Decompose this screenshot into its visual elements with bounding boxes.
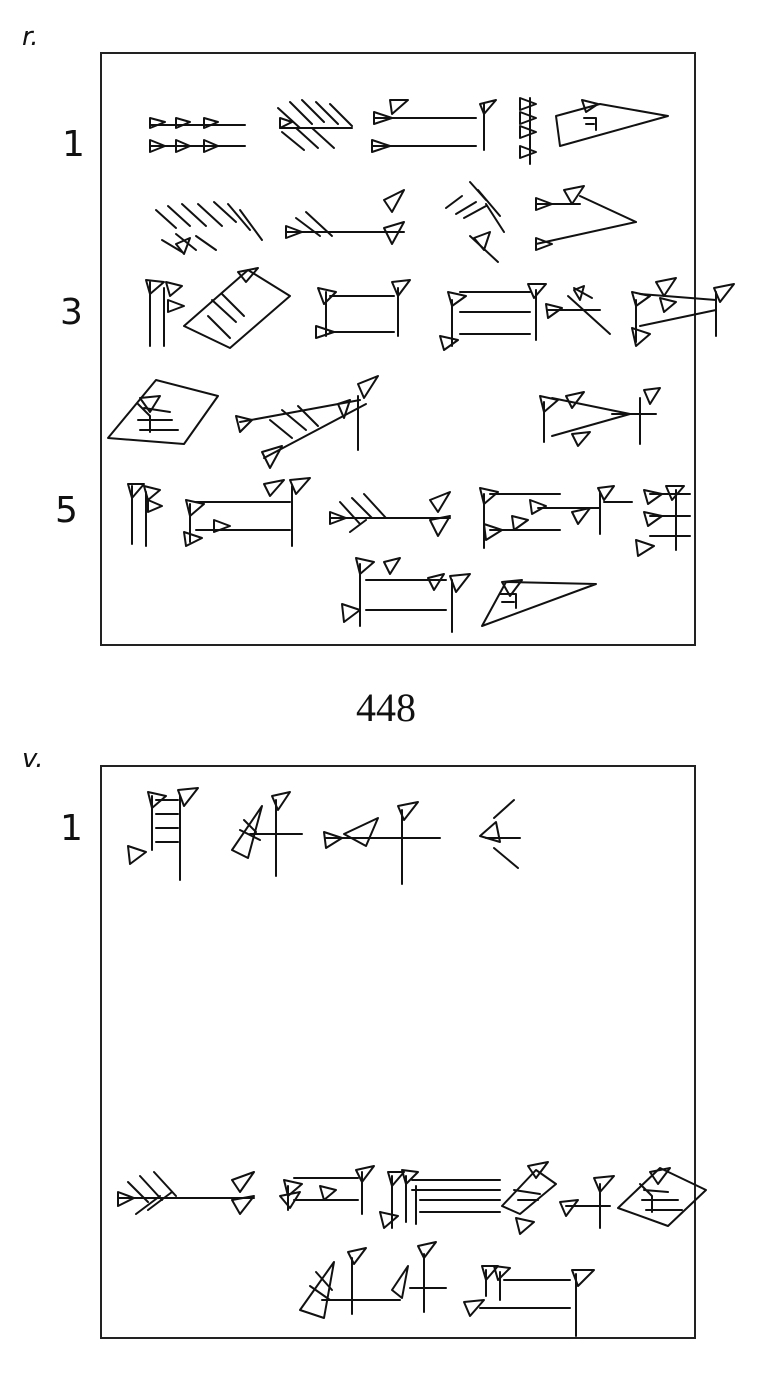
sign-o1-4: [519, 97, 669, 165]
obverse-tablet-frame: [100, 52, 696, 646]
sign-o3-3: [315, 279, 411, 339]
sign-o2-2: [285, 189, 405, 245]
sign-o4-2: [235, 375, 379, 469]
reverse-label: v.: [22, 744, 44, 774]
sign-o6-1: [341, 557, 471, 633]
sign-o1-2: [277, 99, 353, 151]
sign-r2-6: [617, 1167, 707, 1227]
sign-o4-3: [539, 387, 661, 447]
obverse-line-number-3: 3: [60, 292, 83, 333]
sign-o5-3: [329, 491, 451, 537]
sign-o3-4: [439, 283, 547, 351]
sign-r1-3: [323, 801, 441, 885]
sign-o3-6: [631, 277, 735, 347]
sign-o4-1: [107, 379, 219, 445]
sign-o5-1: [127, 483, 163, 547]
sign-o1-3: [371, 99, 497, 153]
sign-r2-3: [379, 1169, 501, 1229]
sign-r1-1: [127, 787, 199, 881]
plate-number: 448: [356, 685, 416, 730]
sign-r3-3: [463, 1265, 595, 1337]
sign-o3-5: [545, 285, 611, 335]
reverse-line-number-1: 1: [60, 808, 83, 849]
obverse-line-number-5: 5: [55, 490, 78, 531]
sign-o3-2: [183, 267, 291, 349]
sign-r3-1: [299, 1247, 401, 1319]
sign-o2-3: [445, 181, 505, 263]
sign-r2-4: [501, 1161, 557, 1235]
sign-r1-4: [479, 799, 521, 869]
sign-o6-2: [481, 579, 597, 627]
obverse-cuneiform-signs: [107, 97, 735, 633]
sign-r3-2: [391, 1241, 447, 1313]
sign-o2-1: [155, 201, 263, 255]
sign-o2-4: [535, 185, 637, 251]
sign-o3-1: [145, 279, 185, 347]
obverse-label: r.: [22, 22, 39, 52]
sign-o5-5: [571, 485, 691, 557]
obverse-line-number-1: 1: [62, 124, 85, 165]
sign-r1-2: [231, 791, 303, 877]
sign-o1-1: [149, 117, 246, 153]
sign-r2-2: [279, 1165, 375, 1215]
reverse-tablet-frame: [100, 765, 696, 1339]
sign-r2-5: [559, 1175, 615, 1229]
sign-o5-2: [183, 477, 311, 547]
sign-r2-1: [117, 1171, 255, 1215]
